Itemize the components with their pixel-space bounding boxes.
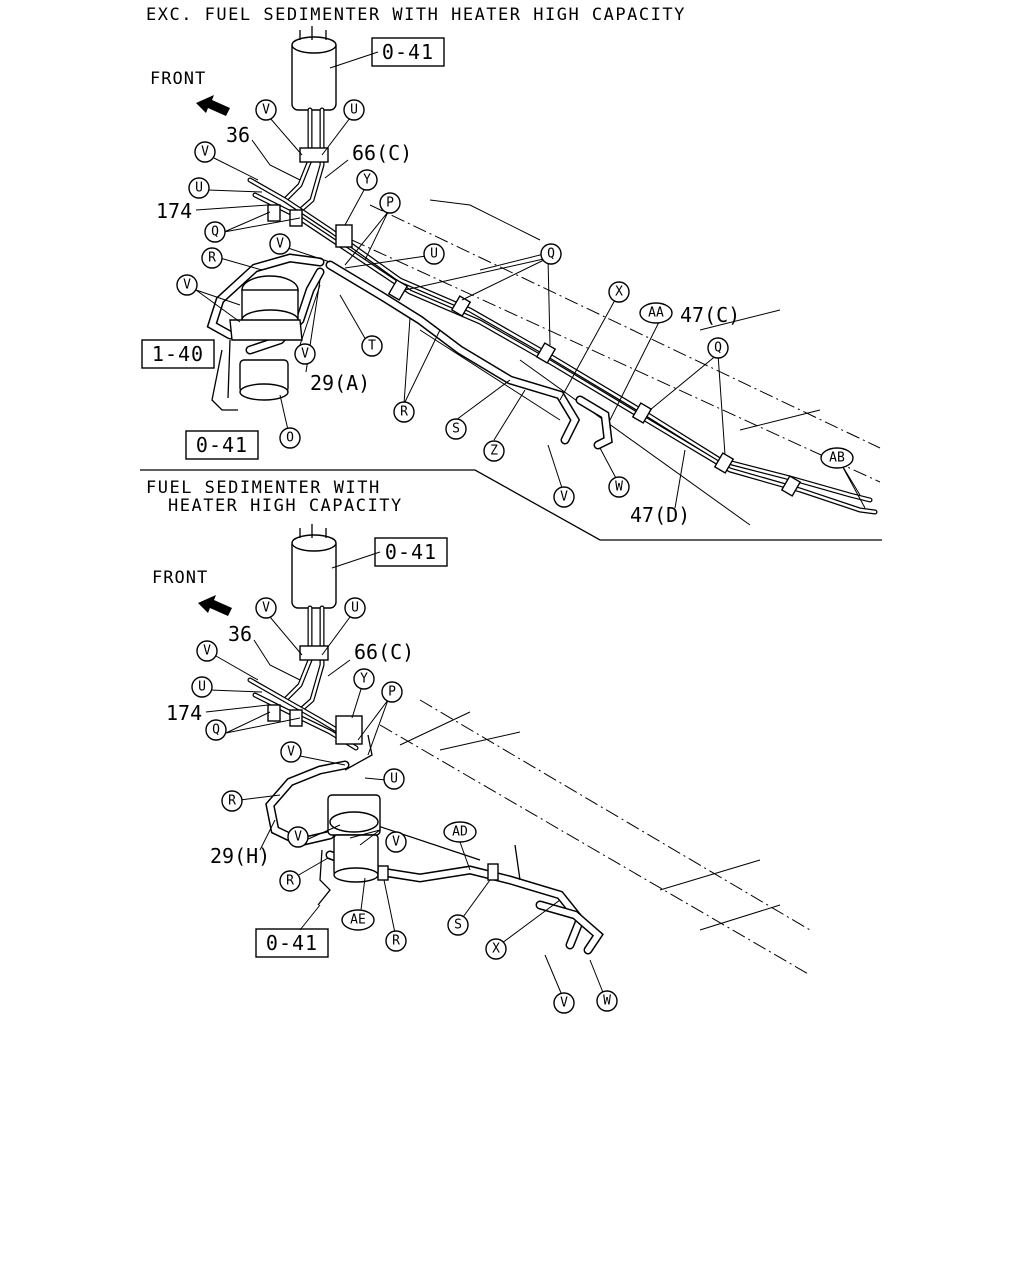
callout-q: Q	[714, 341, 722, 356]
callout-u: U	[195, 181, 203, 196]
callout-z: Z	[490, 444, 498, 459]
part-66c-label-b: 66(C)	[354, 640, 414, 664]
section-b-title-line1: FUEL SEDIMENTER WITH	[146, 478, 381, 498]
callout-v: V	[560, 996, 568, 1011]
fuel-lines-section-a	[206, 177, 878, 515]
callout-v: V	[203, 644, 211, 659]
part-36-label-b: 36	[228, 622, 252, 646]
part-29h-label: 29(H)	[210, 844, 270, 868]
callout-w: W	[615, 480, 623, 495]
callout-y: Y	[360, 672, 368, 687]
ref-box-0-41-bottom[interactable]	[185, 430, 259, 460]
ref-box-1-40[interactable]	[141, 339, 215, 369]
callout-s: S	[454, 918, 462, 933]
upper-filter-unit	[282, 26, 337, 218]
callout-q: Q	[212, 723, 220, 738]
ref-0-41-top-b: 0-41	[385, 540, 437, 564]
callout-r: R	[228, 794, 236, 809]
callout-w: W	[603, 994, 611, 1009]
chassis-frame-rail	[329, 199, 881, 526]
callout-t: T	[368, 339, 376, 354]
callouts-section-b: V U V U Y P Q V U R V V AD R AE R S X V …	[191, 597, 618, 1014]
callout-u: U	[390, 772, 398, 787]
callout-v: V	[392, 835, 400, 850]
leader-lines-section-a	[195, 51, 866, 509]
callout-p: P	[388, 685, 396, 700]
part-174-label-b: 174	[166, 701, 202, 725]
section-fuel-sedimenter-with-heater: FUEL SEDIMENTER WITH HEATER HIGH CAPACIT…	[146, 478, 811, 1014]
section-a-front-label: FRONT	[150, 69, 206, 89]
callout-v: V	[294, 830, 302, 845]
callout-ae: AE	[350, 913, 366, 928]
fuel-lines-section-b	[247, 677, 604, 955]
callout-u: U	[430, 247, 438, 262]
callout-r: R	[286, 874, 294, 889]
callout-v: V	[560, 490, 568, 505]
part-174-label: 174	[156, 199, 192, 223]
callout-u: U	[350, 103, 358, 118]
callout-s: S	[452, 422, 460, 437]
part-29a-label: 29(A)	[310, 371, 370, 395]
callout-r: R	[392, 934, 400, 949]
fuel-filter-section-a	[211, 275, 303, 411]
callout-u: U	[198, 680, 206, 695]
ref-box-0-41-top[interactable]	[371, 37, 445, 67]
ref-0-41-bottom-b: 0-41	[266, 931, 318, 955]
callout-p: P	[386, 196, 394, 211]
callout-y: Y	[363, 173, 371, 188]
callout-r: R	[208, 251, 216, 266]
callout-o: O	[286, 431, 294, 446]
section-b-front-label: FRONT	[152, 568, 208, 588]
upper-filter-unit-b	[282, 524, 337, 718]
ref-box-0-41-top-b[interactable]	[374, 537, 448, 567]
chassis-frame-rail-b	[379, 699, 811, 976]
ref-box-0-41-bottom-b[interactable]	[255, 928, 329, 958]
heater-filter-section-b	[317, 794, 381, 906]
callout-ab: AB	[829, 451, 845, 466]
front-arrow-icon	[196, 95, 230, 116]
part-36-label: 36	[226, 123, 250, 147]
callout-x: X	[615, 285, 623, 300]
callout-aa: AA	[648, 306, 664, 321]
ref-0-41-top: 0-41	[382, 40, 434, 64]
callout-q: Q	[211, 225, 219, 240]
callout-v: V	[287, 745, 295, 760]
callout-v: V	[262, 103, 270, 118]
callout-v: V	[183, 278, 191, 293]
callout-v: V	[276, 237, 284, 252]
section-divider	[140, 469, 882, 541]
callout-u: U	[351, 601, 359, 616]
front-arrow-icon	[198, 595, 232, 616]
callout-q: Q	[547, 247, 555, 262]
callout-v: V	[201, 145, 209, 160]
part-66c-label: 66(C)	[352, 141, 412, 165]
callout-v: V	[301, 347, 309, 362]
callouts-section-a: V U V U Y P Q V U Q R V X AA Q T V R S Z…	[176, 99, 854, 508]
callout-x: X	[492, 942, 500, 957]
callout-ad: AD	[452, 825, 468, 840]
ref-1-40: 1-40	[152, 342, 204, 366]
callout-r: R	[400, 405, 408, 420]
callout-v: V	[262, 601, 270, 616]
part-47c-label: 47(C)	[680, 303, 740, 327]
section-a-title: EXC. FUEL SEDIMENTER WITH HEATER HIGH CA…	[146, 5, 686, 25]
section-b-title-line2: HEATER HIGH CAPACITY	[168, 496, 403, 516]
ref-0-41-bottom: 0-41	[196, 433, 248, 457]
section-exc-fuel-sedimenter: EXC. FUEL SEDIMENTER WITH HEATER HIGH CA…	[140, 5, 882, 541]
part-47d-label: 47(D)	[630, 503, 690, 527]
